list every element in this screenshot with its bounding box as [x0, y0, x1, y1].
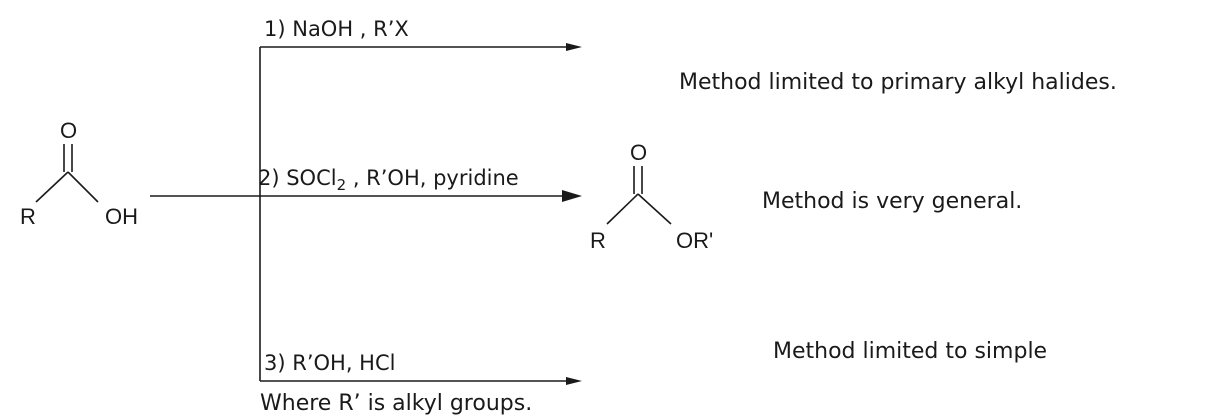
- arrowhead-route-2: [562, 190, 582, 202]
- note-route-1: Method limited to primary alkyl halides.: [679, 70, 1117, 95]
- bond-c-oh: [67, 171, 99, 203]
- ester-structure: R O OR': [590, 140, 713, 253]
- atom-r: R: [20, 204, 36, 229]
- bond-r-c-product: [606, 193, 639, 225]
- bond-c-or-product: [637, 193, 672, 225]
- note-route-2: Method is very general.: [762, 189, 1022, 214]
- arrowhead-route-1: [566, 43, 582, 51]
- reaction-arrows: [150, 43, 582, 385]
- reagent-route-2: 2) SOCl2 , R’OH, pyridine: [258, 166, 519, 194]
- note-route-3: Method limited to simple: [773, 339, 1047, 364]
- atom-or-product: OR': [676, 228, 713, 253]
- carboxylic-acid-structure: R O OH: [20, 118, 138, 229]
- atom-oh: OH: [105, 204, 138, 229]
- reagent-route-2-suffix: , R’OH, pyridine: [346, 166, 519, 190]
- reagent-route-1: 1) NaOH , R’X: [264, 17, 409, 41]
- bond-r-c: [35, 171, 69, 203]
- reagent-route-3: 3) R’OH, HCl: [264, 351, 395, 375]
- atom-o: O: [60, 118, 77, 143]
- arrowhead-route-3: [566, 377, 582, 385]
- atom-r-product: R: [590, 228, 606, 253]
- footnote: Where R’ is alkyl groups.: [260, 391, 532, 416]
- atom-o-product: O: [630, 140, 647, 165]
- reagent-route-2-prefix: 2) SOCl: [258, 166, 337, 190]
- reagent-route-2-subscript: 2: [337, 176, 347, 194]
